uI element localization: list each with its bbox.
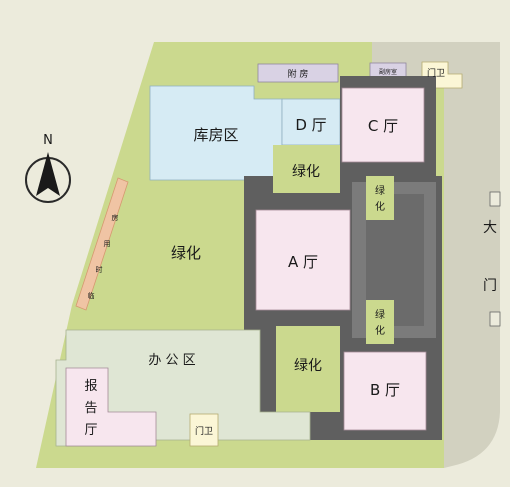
hall-d-label: D 厅: [295, 116, 326, 134]
temporary-building-label-3: 用: [104, 240, 111, 248]
green-corridor-bottom-label-1: 绿: [375, 308, 385, 321]
report-hall: [65, 367, 157, 447]
temporary-building-label-1: 临: [88, 291, 95, 300]
green-middle-top: [273, 145, 340, 193]
gate-label-1: 大: [483, 220, 497, 236]
compass: N: [25, 133, 71, 203]
annex-label: 附 房: [288, 68, 309, 80]
hall-c-label: C 厅: [368, 117, 398, 135]
annex-small-label: 副房室: [379, 68, 397, 76]
hall-b: [343, 351, 427, 431]
green-corridor-bottom-label-2: 化: [375, 324, 385, 337]
guard-house-bottom: [189, 413, 219, 447]
guard-bottom-label: 门卫: [195, 425, 213, 437]
office-label: 办 公 区: [148, 353, 195, 368]
green-corridor-bottom: [366, 300, 394, 344]
green-corridor-top-label-1: 绿: [375, 184, 385, 197]
hall-a-label: A 厅: [288, 253, 318, 271]
gate-post-top: [489, 191, 501, 207]
compass-north-label: N: [43, 133, 53, 148]
gate-post-bottom: [489, 311, 501, 327]
green-corridor-top: [366, 176, 394, 220]
report-hall-label-3: 厅: [84, 423, 97, 438]
temporary-building-label-2: 时: [96, 265, 103, 274]
annex-building: [257, 63, 339, 83]
report-hall-label-1: 报: [84, 379, 97, 394]
green-middle-bottom-label: 绿化: [294, 358, 322, 374]
guard-top-label: 门卫: [427, 67, 445, 79]
east-road: [372, 42, 500, 468]
hall-a: [255, 209, 351, 311]
green-left-label: 绿化: [171, 244, 201, 262]
hall-d: [281, 98, 341, 146]
green-middle-top-label: 绿化: [292, 164, 320, 180]
temporary-building-label-4: 房: [112, 213, 119, 222]
hall-c: [341, 87, 425, 163]
compass-needle-icon: [36, 152, 60, 196]
green-middle-bottom: [276, 326, 340, 412]
hall-b-label: B 厅: [370, 381, 400, 399]
gate-label-2: 门: [483, 278, 497, 294]
warehouse-label: 库房区: [193, 126, 238, 144]
temporary-building: [75, 177, 129, 311]
report-hall-label-2: 告: [84, 401, 97, 416]
green-corridor-top-label-2: 化: [375, 200, 385, 213]
